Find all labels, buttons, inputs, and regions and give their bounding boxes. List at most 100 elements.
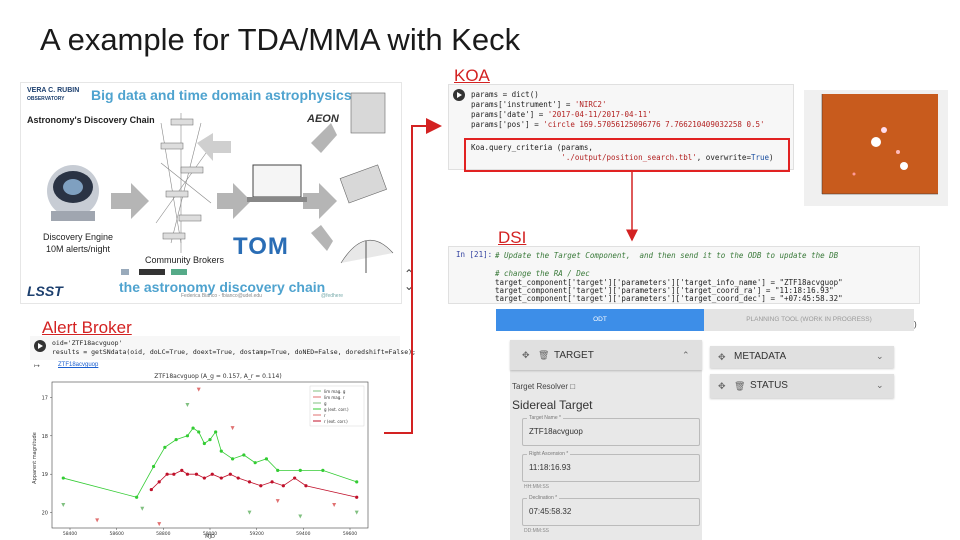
data-point [210, 472, 214, 476]
light-curve-chart: ZTF18acvguop (A_g = 0.157, A_r = 0.114) … [32, 373, 369, 540]
external-link-icon[interactable]: □ [570, 382, 576, 391]
drag-handle-icon[interactable]: ✥ [522, 350, 530, 360]
chevron-down-icon[interactable]: ⌄ [876, 380, 884, 390]
trash-icon[interactable]: 🗑 [538, 350, 550, 360]
limit-marker [275, 499, 280, 504]
data-point [194, 472, 199, 476]
chevron-up-icon[interactable]: ⌃ [682, 350, 690, 360]
data-point [270, 480, 274, 484]
code-line-3: params['date'] = '2017-04-11/2017-04-11' [471, 110, 652, 119]
koa-label: KOA [454, 66, 490, 85]
dsi-code-line-2: target_component['target']['parameters']… [495, 286, 834, 295]
code-line-6: './output/position_search.tbl', overwrit… [561, 153, 774, 162]
scroll-arrows[interactable]: ⌃ ⌄ [402, 268, 416, 294]
data-point [149, 487, 153, 492]
object-link[interactable]: ZTF18acvguop [58, 362, 99, 368]
output-arrow-icon: ↦ [34, 363, 40, 370]
data-point [61, 476, 65, 480]
lsst-logo: LSST [27, 283, 63, 299]
metadata-panel[interactable]: ✥ METADATA ⌄ [710, 346, 894, 368]
data-point [321, 468, 325, 472]
data-point [247, 480, 252, 484]
right-ascension-field[interactable]: Right Ascension * 11:18:16.93 [522, 451, 700, 482]
series-line [63, 427, 357, 498]
legend-entry: r (ext. corr.) [324, 419, 348, 424]
tab-odt[interactable]: ODT [496, 309, 704, 331]
koa-code-cell[interactable]: params = dict() params['instrument'] = '… [448, 84, 794, 170]
run-cell-icon[interactable] [34, 340, 46, 352]
dsi-code-line-1: target_component['target']['parameters']… [495, 278, 843, 287]
limit-markers [61, 387, 359, 527]
target-name-field[interactable]: Target Name * ZTF18acvguop [522, 415, 700, 446]
y-axis-label: Apparent magnitude [32, 432, 38, 484]
chevron-down-icon[interactable]: ⌄ [403, 279, 415, 293]
y-tick-label: 18 [42, 434, 48, 440]
legend-box [309, 385, 365, 427]
run-cell-icon[interactable] [453, 89, 465, 101]
data-point [202, 476, 206, 480]
data-point [185, 472, 190, 476]
metadata-title: METADATA [734, 351, 787, 362]
data-point [151, 464, 156, 469]
dec-hint: DD:MM:SS [524, 528, 549, 534]
limit-marker [140, 506, 145, 511]
chevron-down-icon[interactable]: ⌄ [876, 351, 884, 361]
target-panel-header[interactable]: ✥ 🗑 TARGET ⌃ [510, 340, 702, 370]
drag-handle-icon[interactable]: ✥ [718, 381, 726, 391]
x-tick-label: 58600 [110, 531, 124, 537]
tom-logo: TOM [233, 233, 289, 260]
legend-entry: lim mag. r [324, 395, 345, 400]
declination-field[interactable]: Declination * 07:45:58.32 [522, 495, 700, 526]
status-panel[interactable]: ✥ 🗑 STATUS ⌄ [710, 374, 894, 398]
sidereal-target-heading: Sidereal Target [512, 398, 593, 412]
x-axis-label: MJD [205, 534, 215, 540]
data-point [230, 457, 235, 461]
alert-code-cell[interactable]: oid='ZTF18acvguop' results = getSNdata(o… [30, 336, 416, 360]
target-resolver-label: Target Resolver □ [512, 382, 576, 391]
drag-handle-icon[interactable]: ✥ [718, 352, 726, 362]
data-point [185, 434, 190, 438]
limit-marker [230, 426, 235, 431]
limit-marker [196, 387, 201, 392]
code-line-4: params['pos'] = 'circle 169.570561250967… [471, 120, 765, 129]
data-point [293, 476, 297, 480]
data-point [253, 461, 257, 465]
dsi-label: DSI [498, 228, 527, 247]
target-panel-title: TARGET [554, 350, 594, 361]
data-point [236, 476, 240, 480]
y-tick-label: 17 [42, 395, 48, 401]
x-tick-label: 59200 [250, 531, 264, 537]
data-point [180, 468, 184, 472]
data-point [355, 480, 359, 484]
tab-planning-tool[interactable]: PLANNING TOOL (WORK IN PROGRESS) [704, 309, 914, 331]
data-point [208, 438, 212, 442]
data-point [276, 468, 280, 472]
data-point [259, 484, 263, 488]
series-group [61, 426, 359, 499]
data-point [355, 495, 359, 499]
y-tick-label: 20 [42, 511, 48, 517]
legend-entry: g [324, 401, 327, 406]
data-point [228, 472, 232, 476]
code-line-2: params['instrument'] = 'NIRC2' [471, 100, 607, 109]
trash-icon[interactable]: 🗑 [734, 381, 746, 391]
data-point [219, 476, 223, 480]
aeon-logo: AEON [307, 113, 339, 125]
data-point [197, 430, 201, 434]
fits-image [804, 90, 948, 206]
chain-title: Astronomy's Discovery Chain [27, 115, 155, 125]
code-line-5: Koa.query_criteria (params, [471, 143, 593, 152]
dsi-comment-2: # change the RA / Dec [495, 269, 590, 278]
rubin-header: Big data and time domain astrophysics [91, 87, 352, 103]
x-tick-label: 59000 [203, 531, 217, 537]
telescope-icon [47, 165, 99, 221]
dsi-code-cell[interactable]: # Update the Target Component, and then … [448, 246, 920, 304]
data-point [163, 445, 167, 449]
x-tick-label: 59400 [296, 531, 310, 537]
series-line [151, 469, 357, 498]
data-point [298, 468, 302, 472]
